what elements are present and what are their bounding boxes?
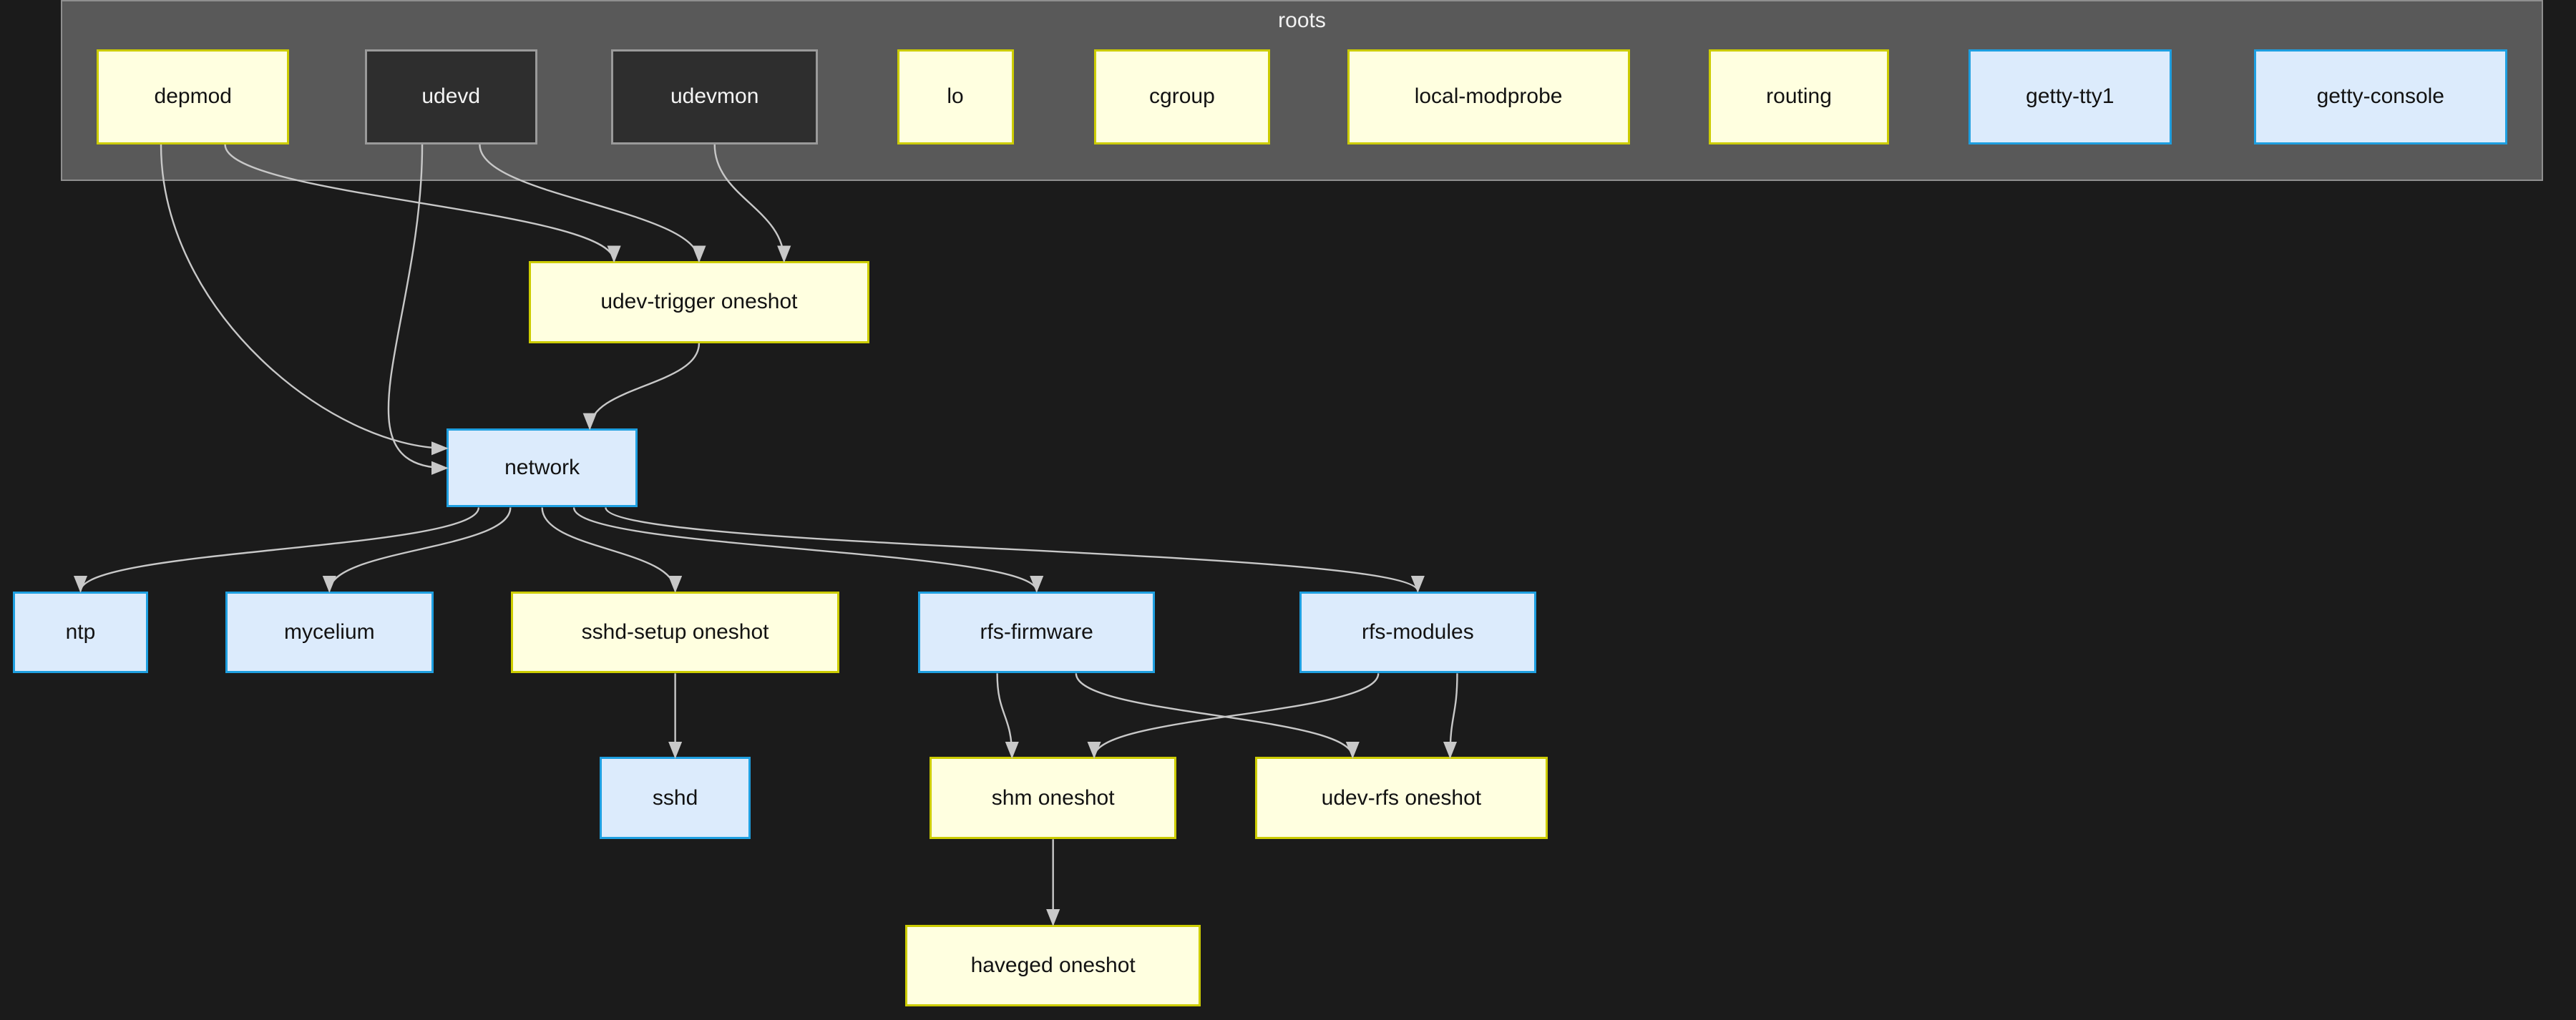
- node-rfs-modules[interactable]: rfs-modules: [1299, 591, 1536, 674]
- node-label: rfs-firmware: [980, 619, 1093, 644]
- node-label: depmod: [154, 84, 232, 109]
- node-label: haveged oneshot: [970, 953, 1136, 977]
- node-udevd[interactable]: udevd: [364, 49, 537, 145]
- node-mycelium[interactable]: mycelium: [225, 591, 434, 674]
- node-sshd[interactable]: sshd: [600, 757, 751, 840]
- node-haveged[interactable]: haveged oneshot: [905, 924, 1201, 1007]
- edge-network-to-rfs-modules: [605, 507, 1425, 593]
- node-local-modprobe[interactable]: local-modprobe: [1347, 49, 1630, 145]
- node-lo[interactable]: lo: [897, 49, 1014, 145]
- node-cgroup[interactable]: cgroup: [1094, 49, 1270, 145]
- node-label: cgroup: [1149, 84, 1215, 109]
- node-label: rfs-modules: [1362, 619, 1474, 644]
- node-label: mycelium: [283, 619, 375, 644]
- node-getty-tty1[interactable]: getty-tty1: [1968, 49, 2172, 145]
- edge-rfs-modules-to-shm: [1087, 673, 1380, 759]
- node-label: udev-trigger oneshot: [600, 290, 798, 314]
- node-label: udevd: [421, 84, 481, 109]
- edge-depmod-to-network: [160, 144, 449, 456]
- node-label: getty-console: [2316, 84, 2444, 109]
- edge-rfs-firmware-to-shm: [996, 673, 1019, 759]
- edge-network-to-ntp: [74, 507, 480, 593]
- cluster-roots-label: roots: [1278, 8, 1326, 32]
- node-getty-console[interactable]: getty-console: [2254, 49, 2507, 145]
- edge-udevd-to-network: [387, 144, 449, 475]
- node-udevmon[interactable]: udevmon: [611, 49, 819, 145]
- edge-network-to-rfs-firmware: [572, 507, 1044, 593]
- edge-udev-trigger-to-network: [582, 343, 701, 431]
- node-label: lo: [947, 84, 964, 109]
- node-network[interactable]: network: [447, 428, 638, 508]
- node-label: ntp: [65, 619, 96, 644]
- edge-rfs-firmware-to-udev-rfs: [1075, 673, 1360, 759]
- node-shm[interactable]: shm oneshot: [930, 757, 1176, 840]
- node-depmod[interactable]: depmod: [97, 49, 290, 145]
- node-ntp[interactable]: ntp: [13, 591, 148, 674]
- node-label: udev-rfs oneshot: [1321, 785, 1482, 810]
- edge-network-to-mycelium: [322, 507, 512, 593]
- node-label: getty-tty1: [2026, 84, 2114, 109]
- node-label: udevmon: [670, 84, 759, 109]
- node-label: network: [504, 456, 580, 480]
- node-rfs-firmware[interactable]: rfs-firmware: [918, 591, 1156, 674]
- node-label: sshd: [652, 785, 698, 810]
- node-udev-rfs[interactable]: udev-rfs oneshot: [1255, 757, 1548, 840]
- node-routing[interactable]: routing: [1708, 49, 1890, 145]
- edge-rfs-modules-to-udev-rfs: [1443, 673, 1458, 759]
- node-udev-trigger[interactable]: udev-trigger oneshot: [529, 261, 869, 343]
- edge-network-to-sshd-setup: [541, 507, 683, 593]
- node-label: sshd-setup oneshot: [581, 619, 769, 644]
- node-label: shm oneshot: [991, 785, 1115, 810]
- node-sshd-setup[interactable]: sshd-setup oneshot: [511, 591, 840, 674]
- node-label: routing: [1766, 84, 1832, 109]
- node-label: local-modprobe: [1414, 84, 1563, 109]
